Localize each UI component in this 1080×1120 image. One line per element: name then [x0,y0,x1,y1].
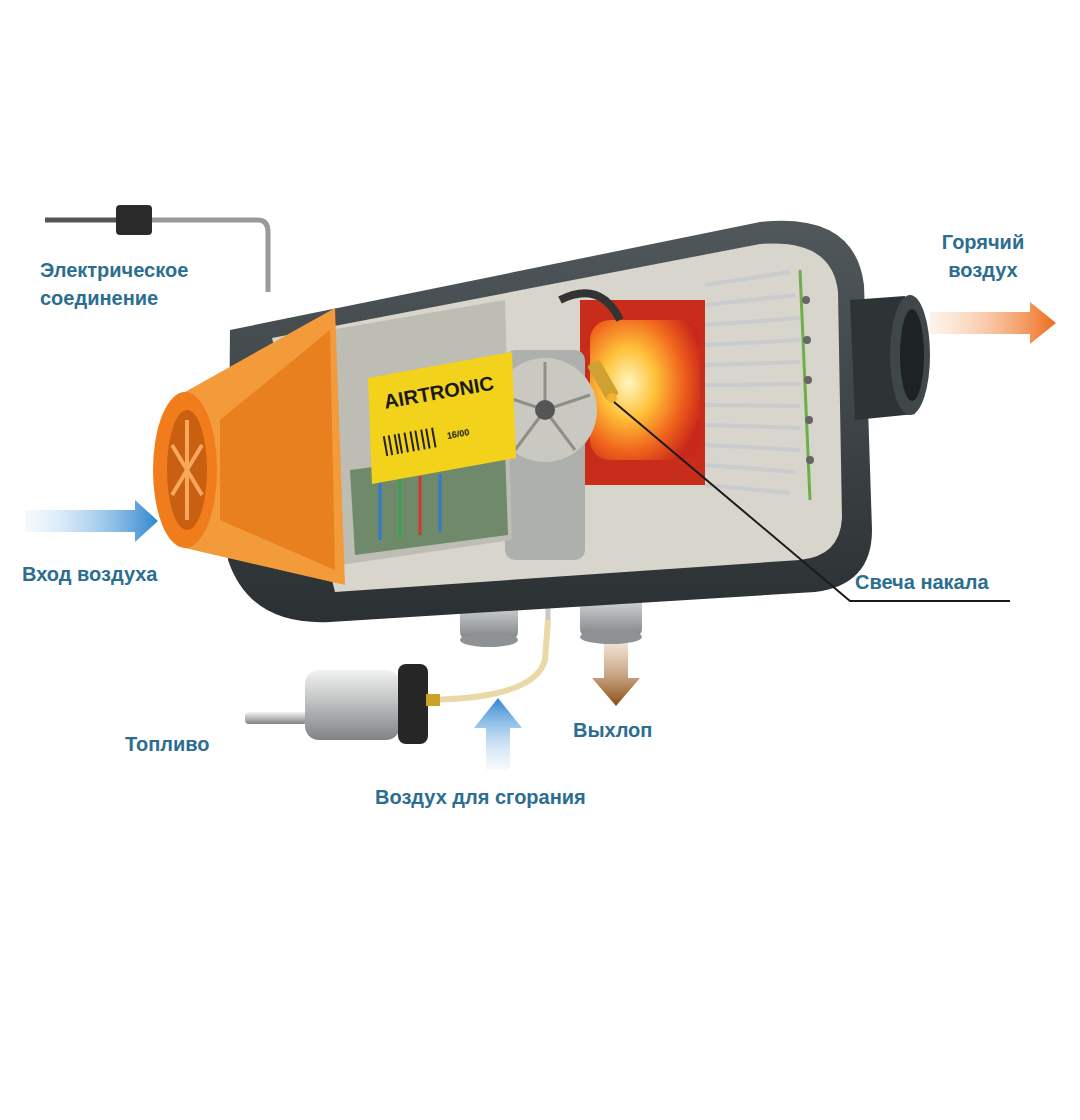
connector [116,205,152,235]
flow-label: Выхлоп [573,716,652,744]
flow-label: Горячий воздух [913,228,1053,284]
heat-exchanger [705,272,800,493]
air-inlet [153,392,217,548]
wire [45,218,118,223]
combustion-chamber [580,300,705,485]
wire [152,220,268,292]
flow-label: Вход воздуха [22,560,158,588]
leader-line [614,402,1010,601]
exhaust-arrow [592,636,640,706]
glow-plug [587,359,619,403]
part-label: Свеча накала [855,568,989,596]
product-label [368,352,516,484]
flow-label: Воздух для сгорания [375,783,586,811]
part-label: Топливо [125,730,210,758]
hot-air-outlet [890,295,930,415]
cutaway [272,243,842,592]
combustion-air-arrow [474,698,522,770]
fuel-pump [305,670,400,740]
part-label: Электрическое соединение [40,256,230,312]
fuel-line [430,620,548,700]
pump-nozzle [245,712,307,724]
air-inlet-arrow [25,500,158,542]
pump-clamp [398,664,428,744]
hot-air-arrow [930,302,1056,344]
